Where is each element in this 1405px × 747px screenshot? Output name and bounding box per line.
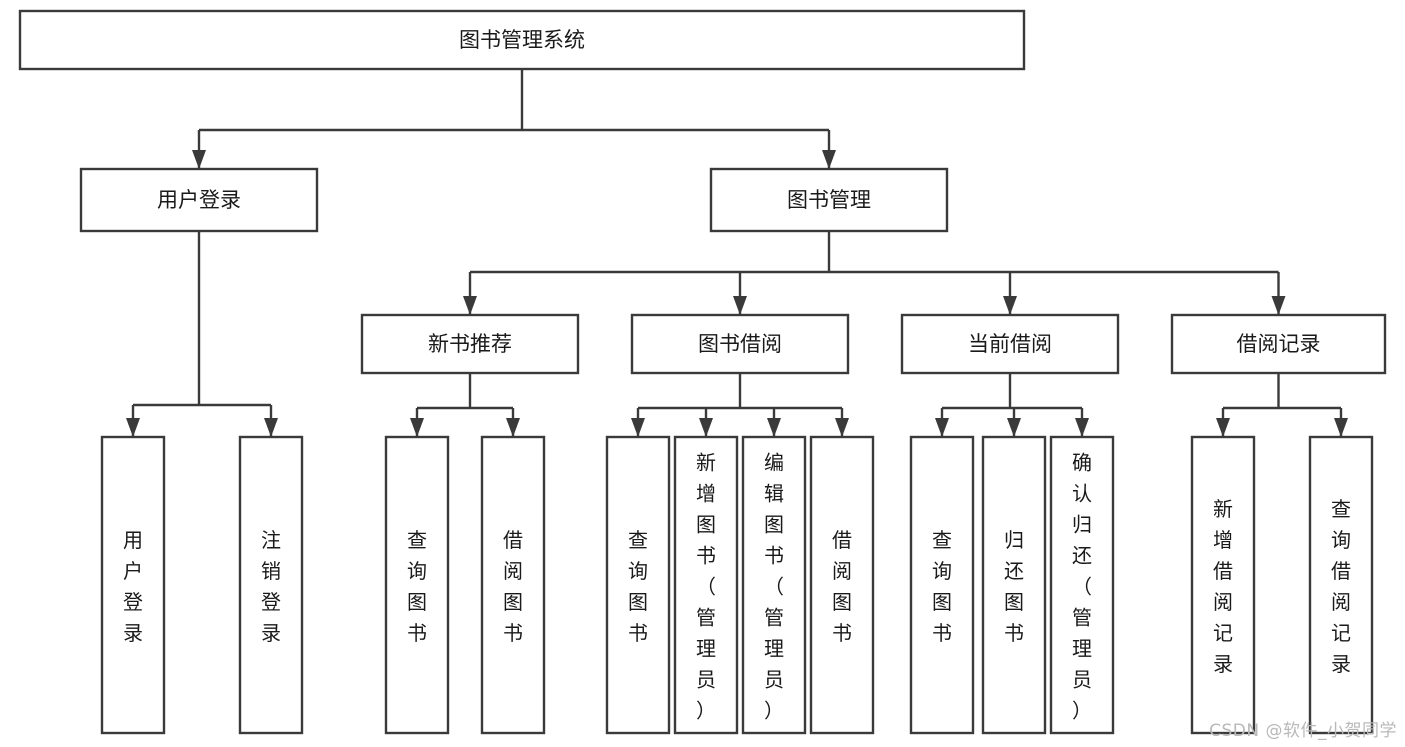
leaf-add-book-label: 新增图书（管理员） <box>696 451 716 723</box>
arrow-head-icon <box>767 418 781 437</box>
leaf-edit-book-box[interactable] <box>741 435 807 735</box>
leaf-confirm-return-box[interactable] <box>1049 435 1115 735</box>
arrow-head-icon <box>192 150 206 169</box>
node-borrow-record-label: 借阅记录 <box>1237 332 1321 356</box>
arrow-head-icon <box>631 418 645 437</box>
leaf-borrow-book-1-label: 借阅图书 <box>503 528 523 645</box>
root-system-box[interactable] <box>18 9 1026 71</box>
node-book-management-box[interactable] <box>709 167 949 233</box>
node-current-borrow-box[interactable] <box>900 313 1120 375</box>
leaf-borrow-book-2-label: 借阅图书 <box>832 528 852 645</box>
arrow-head-icon <box>1075 418 1089 437</box>
leaf-query-book-3-box[interactable] <box>909 435 975 735</box>
leaf-user-login-label: 用户登录 <box>123 528 143 645</box>
leaf-query-book-1-label: 查询图书 <box>407 528 427 645</box>
leaf-query-book-2-box[interactable] <box>605 435 671 735</box>
leaf-return-book-label: 归还图书 <box>1004 528 1024 645</box>
arrow-head-icon <box>264 418 278 437</box>
arrow-head-icon <box>126 418 140 437</box>
leaf-borrow-book-2-box[interactable] <box>809 435 875 735</box>
leaf-user-login-box[interactable] <box>100 435 166 735</box>
arrow-head-icon <box>463 296 477 315</box>
node-user-login-label: 用户登录 <box>157 188 241 212</box>
root-system-label: 图书管理系统 <box>459 28 585 52</box>
connector-layer <box>126 69 1348 437</box>
leaf-confirm-return-label: 确认归还（管理员） <box>1072 451 1092 723</box>
leaf-logout-box[interactable] <box>238 435 304 735</box>
arrow-head-icon <box>1007 418 1021 437</box>
node-new-book-recommend-label: 新书推荐 <box>428 332 512 356</box>
leaf-add-record-label: 新增借阅记录 <box>1213 497 1233 676</box>
arrow-head-icon <box>699 418 713 437</box>
arrow-head-icon <box>410 418 424 437</box>
leaf-query-record-label: 查询借阅记录 <box>1331 497 1351 676</box>
arrow-head-icon <box>935 418 949 437</box>
leaf-return-book-box[interactable] <box>981 435 1047 735</box>
node-book-borrow-label: 图书借阅 <box>698 332 782 356</box>
leaf-add-book-box[interactable] <box>673 435 739 735</box>
leaf-borrow-book-1-box[interactable] <box>480 435 546 735</box>
node-layer: 图书管理系统用户登录图书管理新书推荐图书借阅当前借阅借阅记录用户登录注销登录查询… <box>18 9 1387 735</box>
arrow-head-icon <box>1334 418 1348 437</box>
arrow-head-icon <box>1271 296 1286 315</box>
arrow-head-icon <box>1003 296 1017 315</box>
leaf-edit-book-label: 编辑图书（管理员） <box>764 451 784 723</box>
node-book-management-label: 图书管理 <box>787 188 871 212</box>
arrow-head-icon <box>733 296 747 315</box>
node-new-book-recommend-box[interactable] <box>360 313 580 375</box>
node-current-borrow-label: 当前借阅 <box>968 332 1052 356</box>
arrow-head-icon <box>822 150 836 169</box>
leaf-query-book-1-box[interactable] <box>384 435 450 735</box>
arrow-head-icon <box>835 418 849 437</box>
node-borrow-record-box[interactable] <box>1170 313 1387 375</box>
arrow-head-icon <box>1216 418 1230 437</box>
leaf-logout-label: 注销登录 <box>261 528 281 645</box>
leaf-add-record-box[interactable] <box>1190 435 1256 735</box>
leaf-query-book-3-label: 查询图书 <box>932 528 952 645</box>
node-user-login-box[interactable] <box>79 167 319 233</box>
leaf-query-record-box[interactable] <box>1308 435 1374 735</box>
arrow-head-icon <box>506 418 520 437</box>
leaf-query-book-2-label: 查询图书 <box>628 528 648 645</box>
node-book-borrow-box[interactable] <box>630 313 850 375</box>
